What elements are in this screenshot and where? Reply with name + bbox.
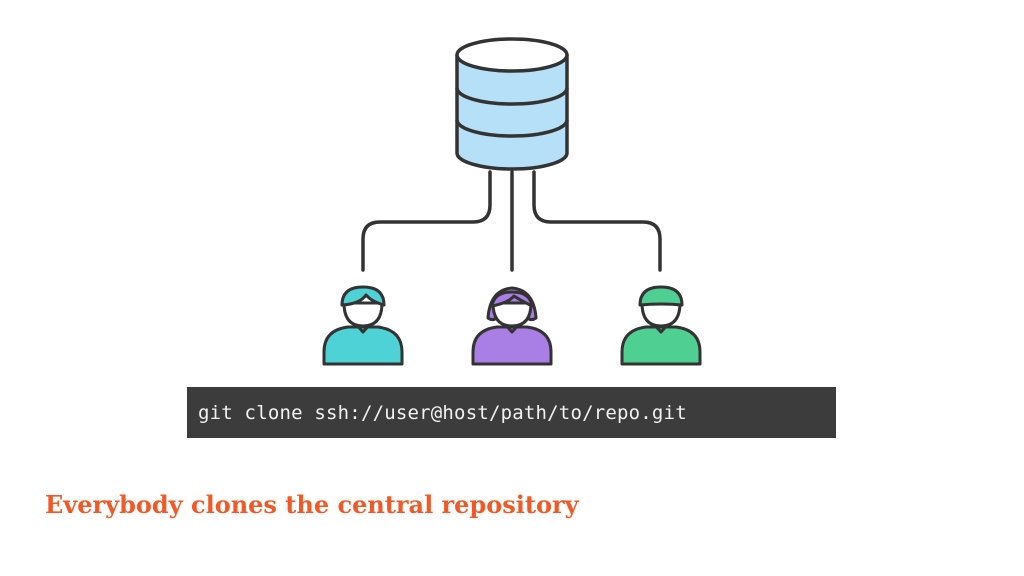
connector-right — [532, 170, 662, 272]
user-right-shirt — [620, 325, 702, 366]
centralized-workflow-diagram — [322, 37, 702, 366]
database-icon — [455, 37, 569, 171]
database-body — [455, 55, 569, 171]
user-icon-right — [620, 285, 702, 366]
database-band-2 — [455, 119, 569, 138]
user-middle-shirt — [471, 325, 553, 366]
database-band-1 — [455, 87, 569, 106]
user-right-hair — [638, 285, 684, 307]
git-clone-command: git clone ssh://user@host/path/to/repo.g… — [198, 401, 687, 424]
user-icon-left — [322, 285, 404, 366]
user-left-face — [342, 301, 384, 328]
user-middle-face — [491, 301, 533, 328]
database-top — [455, 37, 569, 73]
user-icon-middle — [471, 286, 553, 366]
user-left-shirt — [322, 325, 404, 366]
user-left-hair — [340, 285, 386, 307]
user-right-face — [640, 301, 682, 328]
code-block: git clone ssh://user@host/path/to/repo.g… — [187, 387, 836, 438]
connector-left — [361, 170, 492, 272]
slide-caption: Everybody clones the central repository — [45, 490, 579, 519]
user-middle-hair-bangs — [490, 290, 534, 308]
connector-lines — [361, 170, 662, 272]
